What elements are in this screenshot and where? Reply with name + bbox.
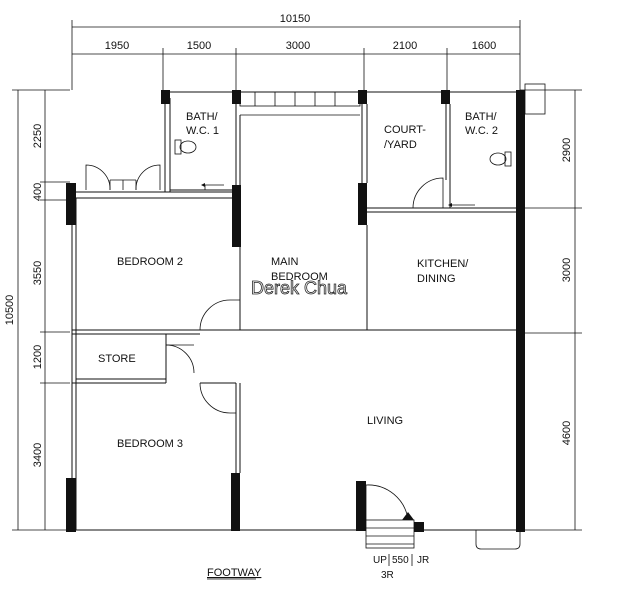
top-dim-1: 1950 [105, 40, 129, 52]
kitchen-label-line2: DINING [417, 273, 456, 285]
footway-label: FOOTWAY [207, 567, 262, 579]
store-label: STORE [98, 353, 136, 365]
stair-width-label: 550 [392, 555, 409, 566]
room-labels: BATH/ W.C. 1 COURT- /YARD BATH/ W.C. 2 B… [98, 111, 498, 450]
right-dim-2: 3000 [561, 258, 573, 282]
bedroom2-label: BEDROOM 2 [117, 256, 183, 268]
left-dim-4: 1200 [32, 345, 44, 369]
stair-labels: UP 550 JR 3R [373, 554, 429, 581]
doors [85, 164, 521, 550]
stair-jr-label: JR [417, 555, 429, 566]
right-dim-1: 2900 [561, 138, 573, 162]
bedroom3-label: BEDROOM 3 [117, 438, 183, 450]
kitchen-label-line1: KITCHEN/ [417, 258, 469, 270]
bath2-label-line2: W.C. 2 [465, 125, 498, 137]
stair-risers-label: 3R [381, 570, 394, 581]
left-dim-1: 2250 [32, 124, 44, 148]
bath2-label-line1: BATH/ [465, 111, 498, 123]
walls [66, 83, 546, 532]
right-dim-3: 4600 [561, 421, 573, 445]
main-bedroom-label-line1: MAIN [271, 256, 299, 268]
main-bedroom-label-line2: BEDROOM [271, 271, 328, 283]
left-total-dim: 10500 [4, 295, 16, 326]
watermark: Derek Chua [251, 278, 348, 298]
top-dim-3: 3000 [286, 40, 310, 52]
top-dim-2: 1500 [187, 40, 211, 52]
top-dimensions: 10150 1950 1500 3000 2100 1600 [71, 13, 521, 92]
bath1-label-line2: W.C. 1 [186, 125, 219, 137]
right-dimensions: 2900 3000 4600 [520, 89, 582, 531]
left-dimensions: 10500 2250 400 3550 1200 3400 [4, 89, 70, 531]
stair-up-label: UP [373, 555, 387, 566]
bath1-label-line1: BATH/ [186, 111, 219, 123]
courtyard-label-line2: /YARD [384, 139, 417, 151]
left-dim-5: 3400 [32, 443, 44, 467]
top-total-dim: 10150 [280, 13, 311, 25]
left-dim-3: 3550 [32, 261, 44, 285]
left-dim-2: 400 [32, 183, 44, 201]
toilets [174, 139, 512, 167]
top-dim-4: 2100 [393, 40, 417, 52]
living-label: LIVING [367, 415, 403, 427]
top-dim-5: 1600 [472, 40, 496, 52]
courtyard-label-line1: COURT- [384, 124, 426, 136]
